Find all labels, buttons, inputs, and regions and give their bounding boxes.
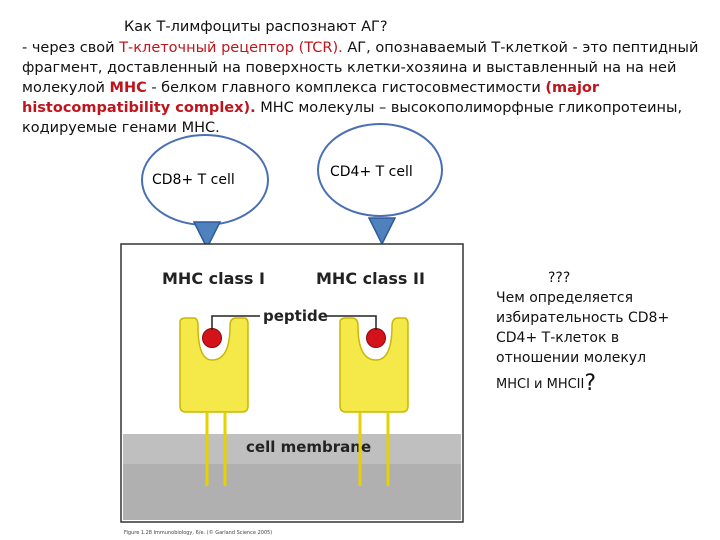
- cd4-cell: [317, 123, 443, 217]
- question-text: Чем определяется избирательность CD8+ CD…: [496, 290, 670, 366]
- intro-paragraph: - через свой Т-клеточный рецептор (TCR).…: [22, 38, 702, 138]
- figure-caption: Figure 1.28 Immunobiology, 6/e. (© Garla…: [124, 529, 272, 536]
- mhc-class-ii-peptide: [366, 328, 386, 348]
- membrane-lower-band: [123, 464, 461, 520]
- question-mark: ?: [584, 371, 597, 396]
- membrane-label: cell membrane: [246, 438, 371, 456]
- para-text-4: МНС молекулы – высокополиморфные гликопр…: [22, 100, 683, 136]
- cd8-label: CD8+ T cell: [152, 172, 235, 188]
- mhc-class-ii-label: MHC class II: [316, 269, 425, 288]
- para-text-2: АГ, опознаваемый Т-клеткой - это пептидн…: [22, 40, 699, 96]
- question-block: ??? Чем определяется избирательность CD8…: [496, 268, 706, 395]
- cd8-arrow: [192, 221, 222, 250]
- cd4-arrow: [367, 217, 397, 246]
- para-text-1: - через свой: [22, 40, 120, 56]
- peptide-pointer-line: [211, 315, 260, 330]
- peptide-label: peptide: [263, 307, 328, 325]
- peptide-pointer-line-right: [326, 315, 377, 330]
- mhc-class-i-label: MHC class I: [162, 269, 265, 288]
- tcr-term: Т-клеточный рецептор (TCR).: [119, 40, 343, 56]
- mhc-term: МНС: [109, 80, 147, 96]
- slide-title: Как Т-лимфоциты распознают АГ?: [124, 19, 388, 35]
- question-mhc-classes: MHCI и MHCII: [496, 377, 585, 392]
- question-marks: ???: [548, 270, 571, 286]
- mhc-class-i-molecule: [179, 317, 249, 413]
- para-text-3: - белком главного комплекса гистосовмест…: [146, 80, 546, 96]
- mhc-class-i-peptide: [202, 328, 222, 348]
- cd4-label: CD4+ T cell: [330, 164, 413, 180]
- question-last-line: MHCI и MHCII?: [496, 371, 706, 396]
- mhc-class-ii-molecule: [339, 317, 409, 413]
- major-histocompatibility-term: (major histocompatibility complex).: [22, 80, 600, 116]
